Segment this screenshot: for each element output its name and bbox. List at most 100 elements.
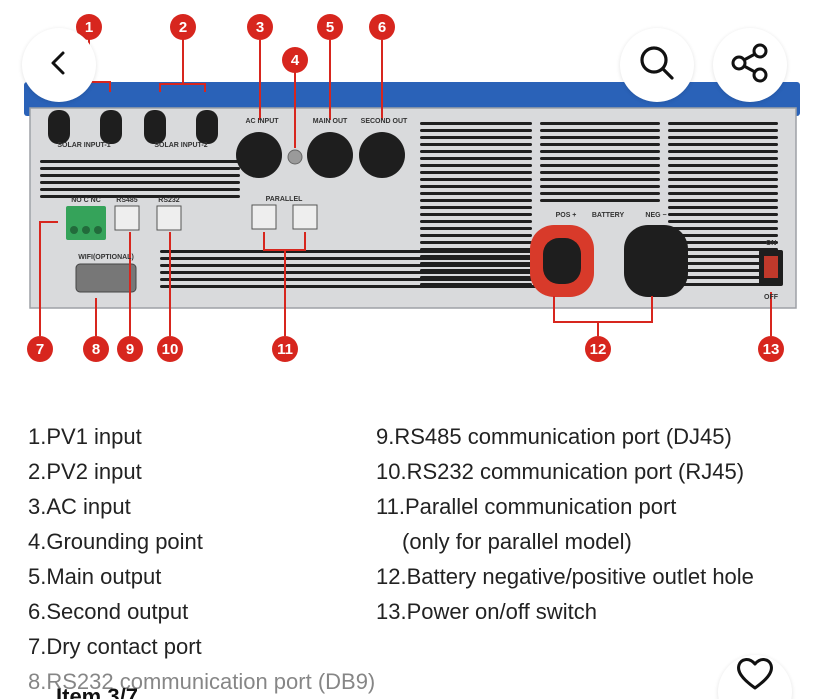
- vent-slot: [160, 278, 540, 281]
- callout-marker-12: 12: [585, 336, 611, 362]
- vent-slot: [540, 157, 660, 160]
- solar-input-1-terminals: [48, 110, 122, 144]
- callout-marker-number: 5: [326, 19, 334, 36]
- legend-item: 7.Dry contact port: [28, 634, 202, 659]
- label-dry-contact: NO C NC: [71, 197, 101, 204]
- vent-slot: [420, 171, 532, 174]
- vent-slot: [668, 213, 778, 216]
- vent-slot: [668, 185, 778, 188]
- vent-slot: [420, 241, 532, 244]
- dry-contact-block: [66, 206, 106, 240]
- callout-marker-number: 6: [378, 19, 386, 36]
- callout-marker-number: 7: [36, 341, 44, 358]
- vent-slot: [420, 178, 532, 181]
- magnifier-icon: [637, 43, 677, 88]
- callout-marker-7: 7: [27, 336, 53, 362]
- vent-slot: [160, 257, 540, 260]
- vent-slot: [540, 164, 660, 167]
- battery-negative-terminal: [624, 225, 688, 297]
- grounding-screw: [287, 149, 303, 165]
- rs485-port: [114, 205, 140, 231]
- vent-slot: [540, 143, 660, 146]
- db9-port: [75, 263, 137, 293]
- vent-slot: [40, 167, 240, 170]
- legend-item: 13.Power on/off switch: [376, 599, 597, 624]
- vent-slot: [40, 181, 240, 184]
- label-parallel: PARALLEL: [266, 196, 304, 203]
- share-icon: [729, 42, 771, 89]
- vent-slot: [160, 250, 540, 253]
- vent-slot: [420, 122, 532, 125]
- ac-input-port: [236, 132, 282, 178]
- vent-slot: [668, 199, 778, 202]
- vent-slot: [420, 199, 532, 202]
- heart-icon: [735, 655, 775, 696]
- vent-slot: [668, 276, 778, 279]
- share-button[interactable]: [713, 28, 787, 102]
- vent-slot: [668, 157, 778, 160]
- vent-slot: [420, 206, 532, 209]
- vent-slot: [420, 185, 532, 188]
- vent-slot: [668, 227, 778, 230]
- vent-slot: [420, 157, 532, 160]
- vent-slot: [540, 171, 660, 174]
- back-button[interactable]: [22, 28, 96, 102]
- legend-item: 5.Main output: [28, 564, 162, 589]
- legend-item: 9.RS485 communication port (DJ45): [376, 424, 732, 449]
- callout-marker-number: 13: [763, 341, 780, 358]
- callout-marker-8: 8: [83, 336, 109, 362]
- vent-slot: [160, 264, 540, 267]
- legend-item: (only for parallel model): [402, 529, 632, 554]
- vent-slot: [540, 185, 660, 188]
- callout-marker-9: 9: [117, 336, 143, 362]
- label-ac-input: AC INPUT: [245, 118, 279, 125]
- parallel-port-b: [292, 204, 318, 230]
- gallery-item-counter: Item 3/7: [56, 684, 138, 699]
- label-solar-input-2: SOLAR INPUT-2: [154, 142, 207, 149]
- vent-slot: [420, 213, 532, 216]
- legend-item: 2.PV2 input: [28, 459, 142, 484]
- vent-slot: [540, 199, 660, 202]
- vent-slot: [40, 188, 240, 191]
- label-second-out: SECOND OUT: [361, 118, 408, 125]
- vent-slot: [420, 227, 532, 230]
- callout-marker-number: 12: [590, 341, 607, 358]
- callout-marker-2: 2: [170, 14, 196, 40]
- vent-slot: [668, 234, 778, 237]
- callout-marker-5: 5: [317, 14, 343, 40]
- vent-slot: [420, 136, 532, 139]
- vent-slot: [668, 136, 778, 139]
- vent-slot: [668, 129, 778, 132]
- vent-slot: [420, 164, 532, 167]
- legend-item: 4.Grounding point: [28, 529, 203, 554]
- vent-slot: [420, 129, 532, 132]
- callout-marker-number: 4: [291, 52, 300, 69]
- vent-slot: [668, 178, 778, 181]
- vent-slot: [668, 262, 778, 265]
- search-button[interactable]: [620, 28, 694, 102]
- vent-slot: [160, 285, 540, 288]
- vent-slot: [668, 164, 778, 167]
- vent-slot: [668, 192, 778, 195]
- vent-slot: [668, 150, 778, 153]
- vent-slot: [420, 234, 532, 237]
- callout-marker-13: 13: [758, 336, 784, 362]
- vent-grille: [40, 122, 778, 288]
- chevron-left-icon: [44, 48, 74, 83]
- label-pos: POS +: [556, 212, 577, 219]
- vent-slot: [668, 171, 778, 174]
- callout-marker-number: 11: [277, 341, 293, 358]
- callout-marker-1: 1: [76, 14, 102, 40]
- label-solar-input-1: SOLAR INPUT-1: [57, 142, 110, 149]
- vent-slot: [420, 220, 532, 223]
- callout-marker-number: 9: [126, 341, 134, 358]
- label-neg: NEG −: [645, 212, 666, 219]
- legend-item: 6.Second output: [28, 599, 189, 624]
- vent-slot: [420, 192, 532, 195]
- callout-marker-10: 10: [157, 336, 183, 362]
- vent-slot: [668, 269, 778, 272]
- vent-slot: [420, 143, 532, 146]
- vent-slot: [668, 255, 778, 258]
